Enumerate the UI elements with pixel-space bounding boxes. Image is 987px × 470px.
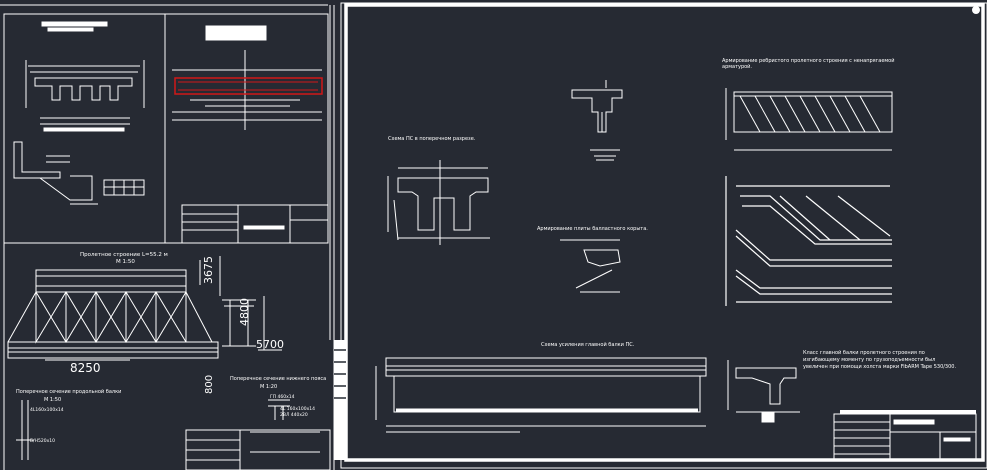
sheet-frame-1 — [3, 13, 329, 244]
stamp-table-main — [833, 413, 977, 461]
span-title: Пролетное строение L=55.2 м — [80, 252, 168, 258]
detail-node — [13, 141, 98, 205]
cross-lower-belt-title: Поперечное сечение нижнего пояса — [230, 376, 326, 382]
span-scale: М 1:50 — [116, 259, 135, 265]
belt-spec-2: 4L 160x100x14 — [280, 406, 315, 412]
note-line-3: увеличен при помощи холста марки FibARM … — [803, 364, 956, 370]
title-bar — [41, 21, 108, 27]
note-line-2: изгибающему моменту по грузоподъемности … — [803, 357, 935, 363]
title-bar — [47, 27, 94, 32]
dim-height-2: 4800 — [238, 298, 251, 326]
rib-reinforcement-top — [725, 88, 893, 151]
lower-belt-section — [250, 399, 320, 453]
title-bar — [205, 25, 267, 41]
cross-long-beam-scale: М 1:50 — [44, 397, 61, 403]
long-beam-spec-2: Б/Н520x10 — [30, 438, 55, 444]
main-sheet — [334, 2, 987, 469]
binding-strip — [334, 340, 346, 460]
corner-mark — [972, 6, 980, 14]
truss-sheet — [3, 5, 335, 470]
scheme-cross-section — [387, 160, 490, 245]
main-outer-frame — [340, 2, 987, 469]
truss-cross-section — [219, 256, 282, 351]
rib-reinf-title-2: арматурой. — [722, 63, 752, 70]
plan-beam — [172, 50, 323, 130]
highlight-box — [174, 77, 323, 95]
top-section-drawing — [571, 80, 623, 161]
scheme-cross-title: Схема ПС в поперечном разрезе. — [388, 136, 476, 142]
stamp-table-1 — [181, 204, 329, 244]
belt-spec-1: ГП 460x14 — [270, 394, 295, 400]
small-table — [103, 179, 145, 196]
long-beam-spec-1: 4L160x100x14 — [30, 407, 64, 413]
main-frame — [344, 3, 985, 462]
dim-width: 5700 — [256, 338, 284, 351]
cross-lower-belt-scale: М 1:20 — [260, 384, 277, 390]
beam-section-small — [727, 360, 800, 413]
rib-reinf-title-1: Армирование ребристого пролетного строен… — [722, 57, 895, 64]
white-strip — [840, 410, 976, 414]
left-top-sheet — [0, 4, 329, 244]
rib-reinforcement-bars — [725, 176, 892, 306]
slab-reinf-title: Армирование плиты балластного корыта. — [537, 226, 648, 232]
dim-panel: 8250 — [70, 361, 101, 375]
cross-long-beam-title: Поперечное сечение продольной балки — [16, 388, 121, 395]
cross-section-small — [25, 60, 145, 132]
belt-spec-3: 2ВЛ 440x20 — [280, 412, 308, 418]
beam-scheme-title: Схема усиления главной балки ПС. — [541, 341, 635, 348]
dim-800: 800 — [204, 375, 215, 394]
truss-elevation — [7, 260, 219, 361]
long-beam-section — [16, 400, 34, 460]
stamp-table-2 — [185, 429, 331, 470]
slab-reinforcement — [560, 239, 621, 293]
dim-height-1: 3675 — [202, 256, 215, 284]
note-line-1: Класс главной балки пролетного строения … — [803, 349, 925, 356]
beam-strengthening — [375, 357, 775, 433]
